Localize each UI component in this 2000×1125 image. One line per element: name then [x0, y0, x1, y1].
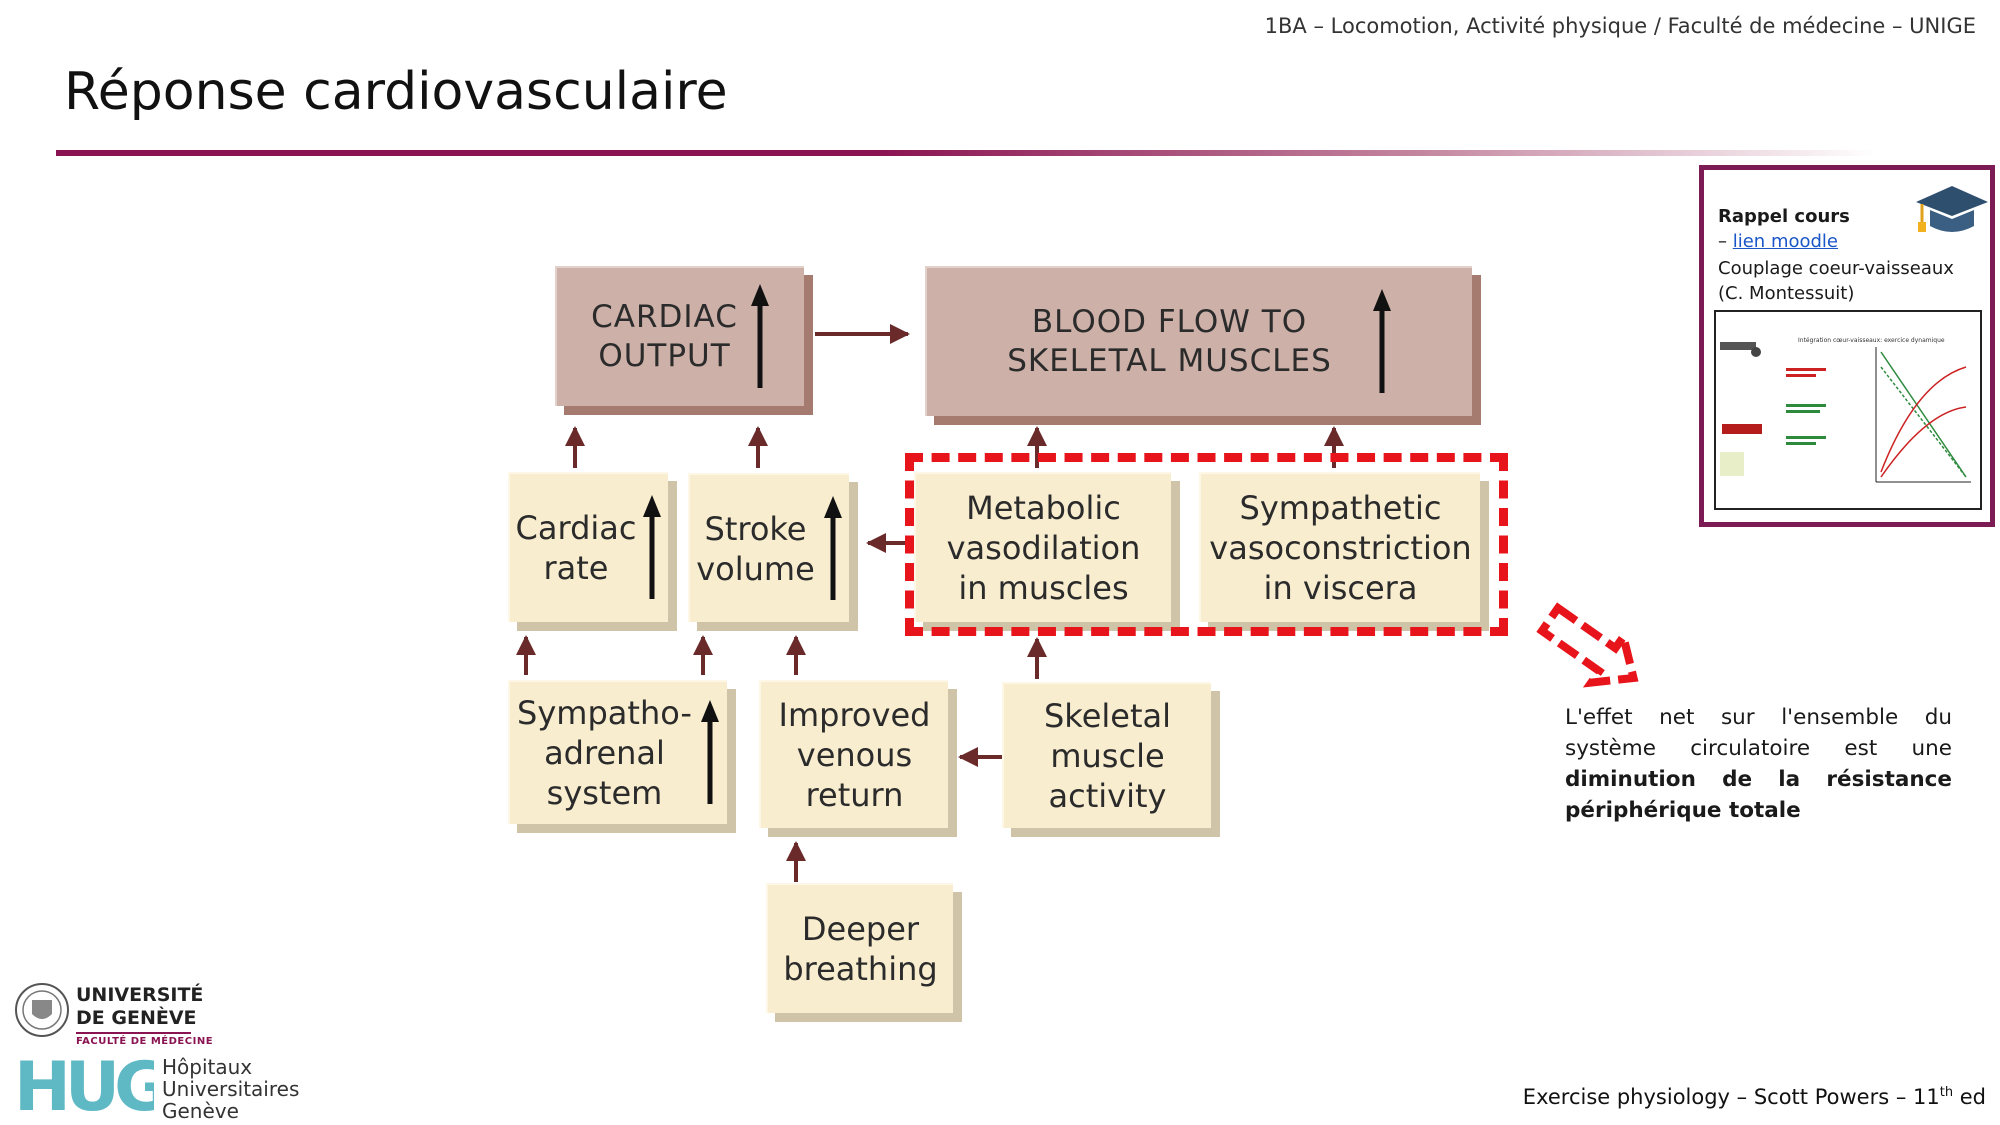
title-underline	[56, 150, 1876, 156]
slide-title: Réponse cardiovasculaire	[64, 62, 728, 122]
rappel-cours-panel: Rappel cours – lien moodle Couplage coeu…	[1699, 165, 1995, 527]
course-header: 1BA – Locomotion, Activité physique / Fa…	[1264, 14, 1976, 38]
increase-arrow-icon	[643, 495, 662, 599]
skeletal-muscle-activity-box: Skeletal muscle activity	[1002, 682, 1211, 828]
hug-logo: HUG	[14, 1050, 154, 1116]
graduation-cap-icon	[1916, 186, 1988, 232]
sympathetic-vasoconstriction-box: Sympathetic vasoconstriction in viscera	[1199, 472, 1480, 622]
thumbnail-graphic: Intégration cœur-vaisseaux: exercice dyn…	[1720, 337, 1971, 483]
blood-flow-box: BLOOD FLOW TO SKELETAL MUSCLES	[925, 266, 1472, 416]
rappel-link-row: – lien moodle	[1718, 231, 1839, 252]
thumbnail-title: Intégration cœur-vaisseaux: exercice dyn…	[1798, 337, 1945, 344]
note-emphasis: diminution de la résistance périphérique…	[1565, 767, 1952, 823]
metabolic-vasodilation-box: Metabolic vasodilation in muscles	[914, 472, 1171, 622]
increase-arrow-icon	[700, 700, 719, 804]
slide-thumbnail[interactable]: Intégration cœur-vaisseaux: exercice dyn…	[1714, 310, 1982, 510]
cardiac-output-box: CARDIAC OUTPUT	[555, 266, 804, 406]
faculty-label: FACULTÉ DE MÉDECINE	[76, 1036, 214, 1047]
rappel-title: Rappel cours	[1718, 206, 1850, 227]
unige-divider	[76, 1032, 191, 1034]
cardiac-rate-box: Cardiac rate	[508, 472, 668, 622]
note-pointer-arrow	[1536, 602, 1639, 688]
hug-letters: HUG	[14, 1050, 154, 1116]
stroke-volume-box: Stroke volume	[688, 473, 849, 622]
net-effect-note: L'effet net sur l'ensemble du système ci…	[1565, 705, 1952, 823]
increase-arrow-icon	[1372, 289, 1391, 393]
unige-seal-icon	[15, 983, 69, 1037]
increase-arrow-icon	[750, 284, 769, 388]
source-citation: Exercise physiology – Scott Powers – 11t…	[1522, 1085, 1986, 1109]
deeper-breathing-box: Deeper breathing	[766, 883, 953, 1013]
increase-arrow-icon	[823, 495, 842, 600]
moodle-link[interactable]: lien moodle	[1732, 231, 1839, 252]
highlight-dashed-frame	[905, 453, 1508, 636]
improved-venous-return-box: Improved venous return	[759, 680, 948, 828]
rappel-description: Couplage coeur-vaisseaux (C. Montessuit)	[1718, 258, 1954, 304]
sympatho-adrenal-box: Sympatho- adrenal system	[508, 680, 727, 824]
